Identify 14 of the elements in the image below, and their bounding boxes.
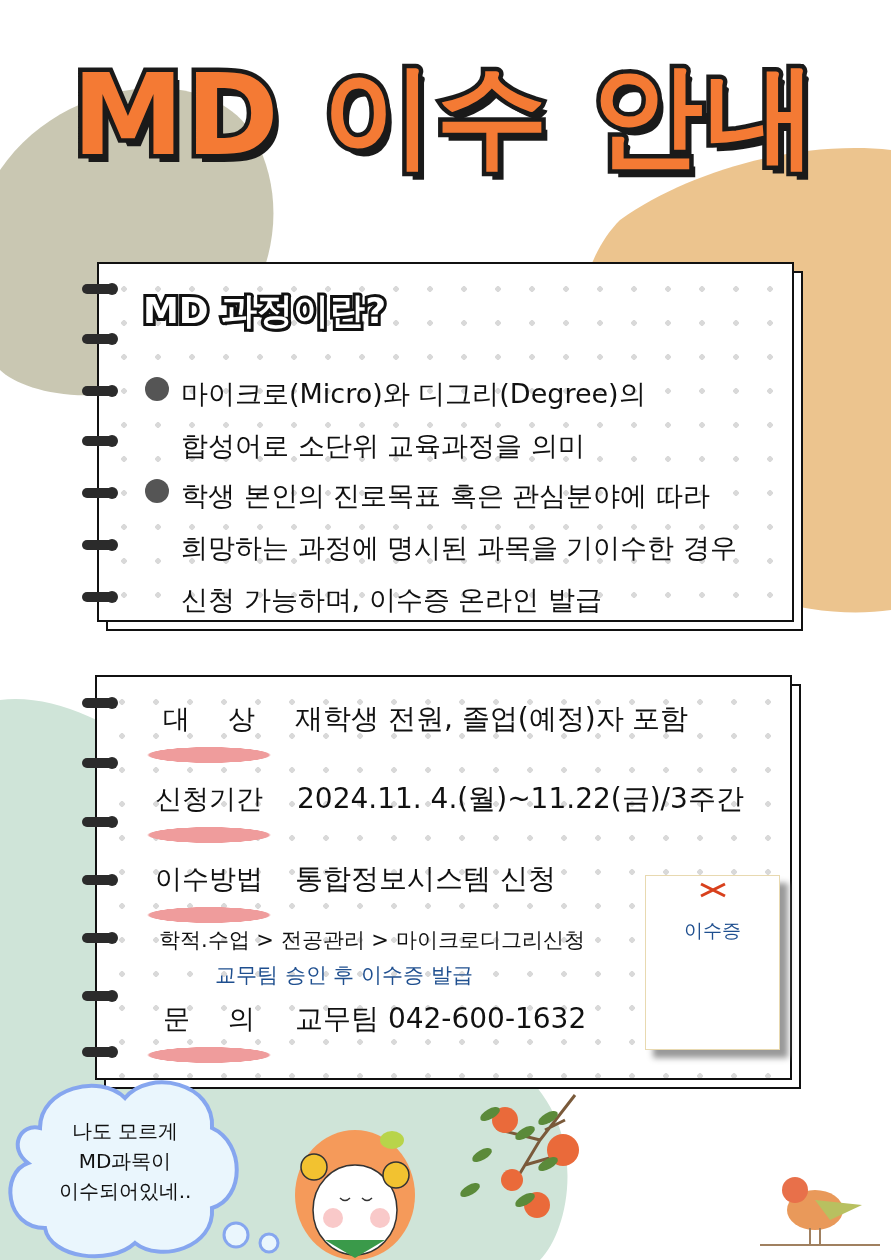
- note-text: 교무팀 승인 후 이수증 발급: [215, 962, 473, 989]
- card-heading: MD 과정이란?: [143, 289, 387, 334]
- row-value: 재학생 전원, 졸업(예정)자 포함: [295, 701, 689, 737]
- menu-path: 학적.수업 > 전공관리 > 마이크로디그리신청: [159, 927, 585, 954]
- certificate-label: 이수증: [683, 918, 742, 943]
- bullet-text: 학생 본인의 진로목표 혹은 관심분야에 따라 희망하는 과정에 명시된 과목을 기이수한 경우 신청 가능하며, 이수증 온라인 발급: [181, 479, 738, 617]
- row-value: 2024.11. 4.(월)~11.22(금)/3주간: [297, 781, 744, 817]
- note-card: [95, 675, 792, 1080]
- row-value: 통합정보시스템 신청: [295, 861, 556, 897]
- note-card: [97, 262, 794, 622]
- bullet-text: 마이크로(Micro)와 디그리(Degree)의 합성어로 소단위 교육과정을 의미: [181, 377, 647, 463]
- row-value: 교무팀 042-600-1632: [295, 1001, 587, 1037]
- certificate-card: [645, 875, 780, 1050]
- cloud-text: 나도 모르게 MD과목이 이수되어있네..: [57, 1118, 193, 1205]
